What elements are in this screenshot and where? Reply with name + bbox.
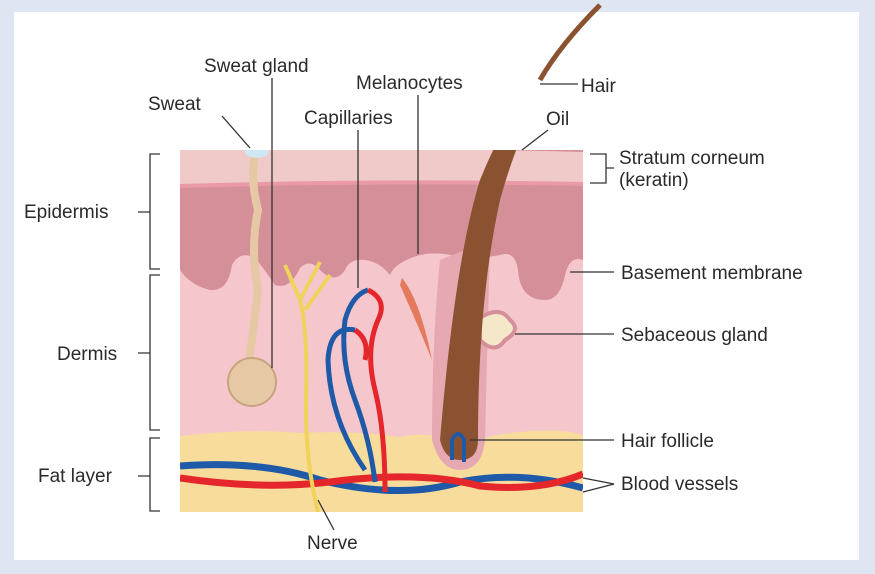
sweat-duct bbox=[244, 154, 263, 371]
label-fat-layer: Fat layer bbox=[38, 466, 113, 487]
vein-horizontal bbox=[180, 461, 583, 494]
label-sweat: Sweat bbox=[148, 94, 202, 115]
label-oil: Oil bbox=[546, 109, 569, 130]
label-stratum-corneum: Stratum corneum bbox=[619, 148, 765, 169]
label-keratin: (keratin) bbox=[619, 170, 689, 191]
stratum-corneum-region bbox=[180, 150, 583, 186]
artery-horizontal bbox=[180, 470, 583, 491]
label-basement-membrane: Basement membrane bbox=[621, 263, 803, 284]
label-capillaries: Capillaries bbox=[304, 108, 393, 129]
label-epidermis: Epidermis bbox=[24, 202, 108, 223]
label-sebaceous-gland: Sebaceous gland bbox=[621, 325, 768, 346]
label-nerve: Nerve bbox=[307, 533, 358, 554]
label-hair: Hair bbox=[581, 76, 617, 97]
label-hair-follicle: Hair follicle bbox=[621, 431, 714, 452]
sebaceous-gland bbox=[478, 310, 517, 350]
capillary-vein bbox=[341, 287, 378, 483]
sweat-gland-coil bbox=[227, 357, 277, 407]
label-blood-vessels: Blood vessels bbox=[621, 474, 738, 495]
label-melanocytes: Melanocytes bbox=[356, 73, 463, 94]
label-sweat-gland: Sweat gland bbox=[204, 56, 309, 77]
hair-shaft bbox=[440, 150, 517, 460]
layer-brackets bbox=[138, 78, 615, 531]
capillary-artery bbox=[366, 287, 388, 493]
papilla bbox=[450, 432, 466, 462]
nerve-fiber bbox=[283, 261, 332, 512]
label-dermis: Dermis bbox=[57, 344, 117, 365]
sweat-droplet bbox=[245, 150, 269, 158]
arrector-muscle bbox=[400, 278, 432, 360]
